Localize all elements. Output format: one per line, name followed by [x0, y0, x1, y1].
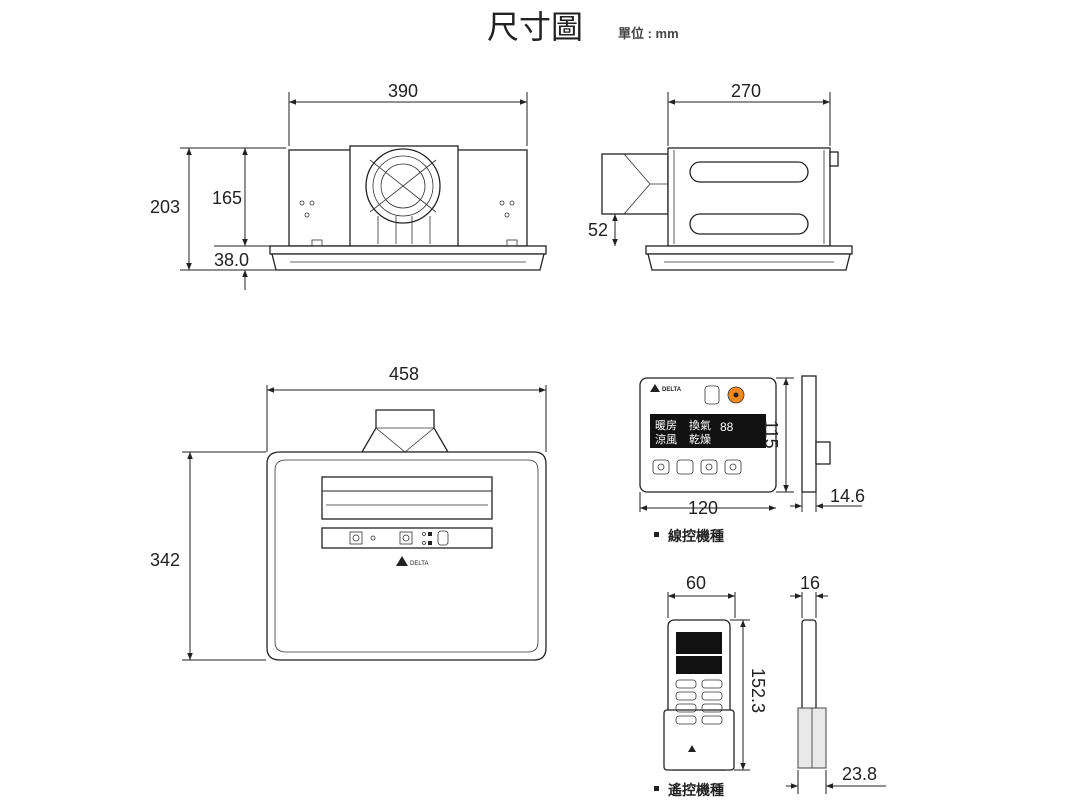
display-digits: 88 — [720, 420, 734, 434]
remote-view: 60 152.3 16 23.8 — [654, 573, 886, 798]
wired-controller-view: DELTA 暖房 換氣 涼風 乾燥 88 115 120 — [639, 375, 865, 544]
caption-remote: 遙控機種 — [668, 782, 724, 798]
panel-brand: DELTA — [410, 561, 428, 567]
dim-width-390: 390 — [388, 81, 418, 101]
display-row2: 涼風 — [655, 432, 677, 446]
dim-depth-270: 270 — [731, 81, 761, 101]
caption-wired: 線控機種 — [668, 528, 724, 544]
dim-height-165: 165 — [212, 188, 242, 208]
page-title: 尺寸圖 — [487, 9, 583, 45]
delta-logo-icon — [396, 556, 408, 566]
dim-controller-width-120: 120 — [688, 498, 718, 518]
dim-remote-height-152-3: 152.3 — [748, 668, 768, 713]
dim-panel-38: 38.0 — [214, 250, 249, 270]
dim-holder-23-8: 23.8 — [842, 764, 877, 784]
dim-height-203: 203 — [150, 197, 180, 217]
dim-duct-52: 52 — [588, 220, 608, 240]
display-row1: 暖房 — [655, 419, 677, 432]
controller-logo-icon — [650, 384, 660, 392]
dim-panel-width-458: 458 — [389, 364, 419, 384]
remote-logo-icon — [688, 745, 696, 752]
side-elevation-view: 270 52 — [588, 81, 853, 271]
dim-controller-height-115: 115 — [761, 420, 781, 449]
controller-brand: DELTA — [662, 387, 682, 393]
controller-display — [650, 414, 766, 448]
display-row1b: 換氣 — [689, 418, 711, 432]
dim-controller-thickness-14-6: 14.6 — [830, 486, 865, 506]
display-row2b: 乾燥 — [689, 433, 711, 446]
dim-panel-height-342: 342 — [150, 550, 180, 570]
front-elevation-view: 390 203 165 38.0 — [150, 81, 547, 290]
unit-label: 單位 : mm — [618, 26, 679, 41]
dim-remote-width-60: 60 — [686, 573, 706, 593]
front-panel-view: 458 342 DELTA — [150, 364, 547, 661]
dim-remote-thickness-16: 16 — [800, 573, 820, 593]
